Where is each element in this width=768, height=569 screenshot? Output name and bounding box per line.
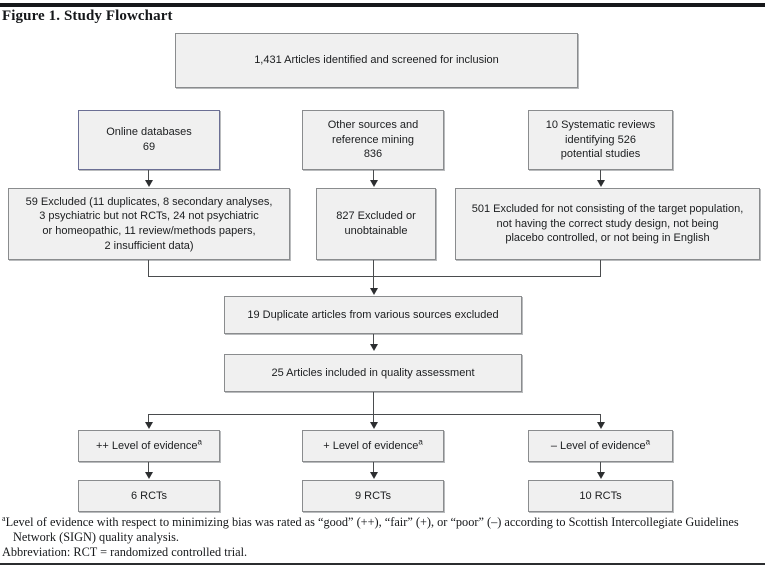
bottom-rule [0,563,765,565]
node-articles-included: 25 Articles included in quality assessme… [224,354,522,392]
arrowhead-merge-to-duplicates [370,288,378,295]
node-level-plusplus-label: ++ Level of evidence [96,439,198,452]
node-excluded-online: 59 Excluded (11 duplicates, 8 secondary … [8,188,290,260]
connector-online-to-excluded [148,170,149,182]
arrowhead-reviews-to-excluded [597,180,605,187]
footnote-a-line1: Level of evidence with respect to minimi… [5,515,609,529]
node-level-plusplus-marker: a [197,437,202,447]
node-duplicate-articles-excluded: 19 Duplicate articles from various sourc… [224,296,522,334]
node-excluded-other-label: 827 Excluded or unobtainable [336,210,416,237]
split-horizontal-bar [148,414,601,415]
merge-drop-left [148,260,149,276]
merge-drop-right [600,260,601,276]
node-excluded-online-label: 59 Excluded (11 duplicates, 8 secondary … [25,195,273,252]
footnotes: aLevel of evidence with respect to minim… [2,513,758,560]
node-excluded-reviews-label: 501 Excluded for not consisting of the t… [471,203,744,245]
node-level-minus: – Level of evidencea [528,430,673,462]
node-articles-screened: 1,431 Articles identified and screened f… [175,33,578,88]
connector-minus-to-rcts [600,462,601,474]
connector-plusplus-to-rcts [148,462,149,474]
node-rcts-minus-label: 10 RCTs [579,489,622,502]
split-stem [373,392,374,414]
node-rcts-plusplus-label: 6 RCTs [130,489,168,502]
node-duplicate-articles-excluded-label: 19 Duplicate articles from various sourc… [247,308,499,321]
node-rcts-plusplus: 6 RCTs [78,480,220,512]
node-excluded-other: 827 Excluded or unobtainable [316,188,436,260]
node-articles-included-label: 25 Articles included in quality assessme… [271,366,475,379]
node-source-online-databases-label: Online databases 69 [106,126,192,153]
split-drop-left [148,414,149,424]
connector-plus-to-rcts [373,462,374,474]
connector-other-to-excluded [373,170,374,182]
node-articles-screened-label: 1,431 Articles identified and screened f… [254,54,499,67]
arrowhead-minus-to-rcts [597,472,605,479]
arrowhead-split-center [370,422,378,429]
arrowhead-split-left [145,422,153,429]
footnote-a-marker: a [2,513,6,523]
arrowhead-plus-to-rcts [370,472,378,479]
footnote-abbreviation: Abbreviation: RCT = randomized controlle… [2,545,248,559]
node-rcts-plus: 9 RCTs [302,480,444,512]
arrowhead-duplicates-to-included [370,344,378,351]
merge-horizontal-bar [148,276,601,277]
node-level-plus: + Level of evidencea [302,430,444,462]
split-drop-center [373,414,374,424]
node-level-plusplus: ++ Level of evidencea [78,430,220,462]
figure-title: Figure 1. Study Flowchart [2,8,173,24]
node-rcts-plus-label: 9 RCTs [354,489,392,502]
node-level-minus-marker: a [645,437,651,447]
node-source-other-reference-mining: Other sources and reference mining 836 [302,110,444,170]
node-source-systematic-reviews-label: 10 Systematic reviews identifying 526 po… [545,119,656,161]
node-source-online-databases: Online databases 69 [78,110,220,170]
node-excluded-reviews: 501 Excluded for not consisting of the t… [455,188,760,260]
footnote-a-line2: Intercollegiate Guidelines Network (SIGN… [13,515,739,544]
node-rcts-minus: 10 RCTs [528,480,673,512]
node-source-other-reference-mining-label: Other sources and reference mining 836 [327,119,419,161]
arrowhead-plusplus-to-rcts [145,472,153,479]
arrowhead-other-to-excluded [370,180,378,187]
node-source-systematic-reviews: 10 Systematic reviews identifying 526 po… [528,110,673,170]
arrowhead-online-to-excluded [145,180,153,187]
footnote-a: aLevel of evidence with respect to minim… [2,513,758,544]
connector-duplicates-to-included [373,334,374,346]
top-rule [0,3,765,7]
split-drop-right [600,414,601,424]
connector-reviews-to-excluded [600,170,601,182]
node-level-plus-label: + Level of evidence [323,439,419,452]
node-level-plus-marker: a [418,437,423,447]
node-level-minus-label: – Level of evidence [550,439,646,452]
arrowhead-split-right [597,422,605,429]
